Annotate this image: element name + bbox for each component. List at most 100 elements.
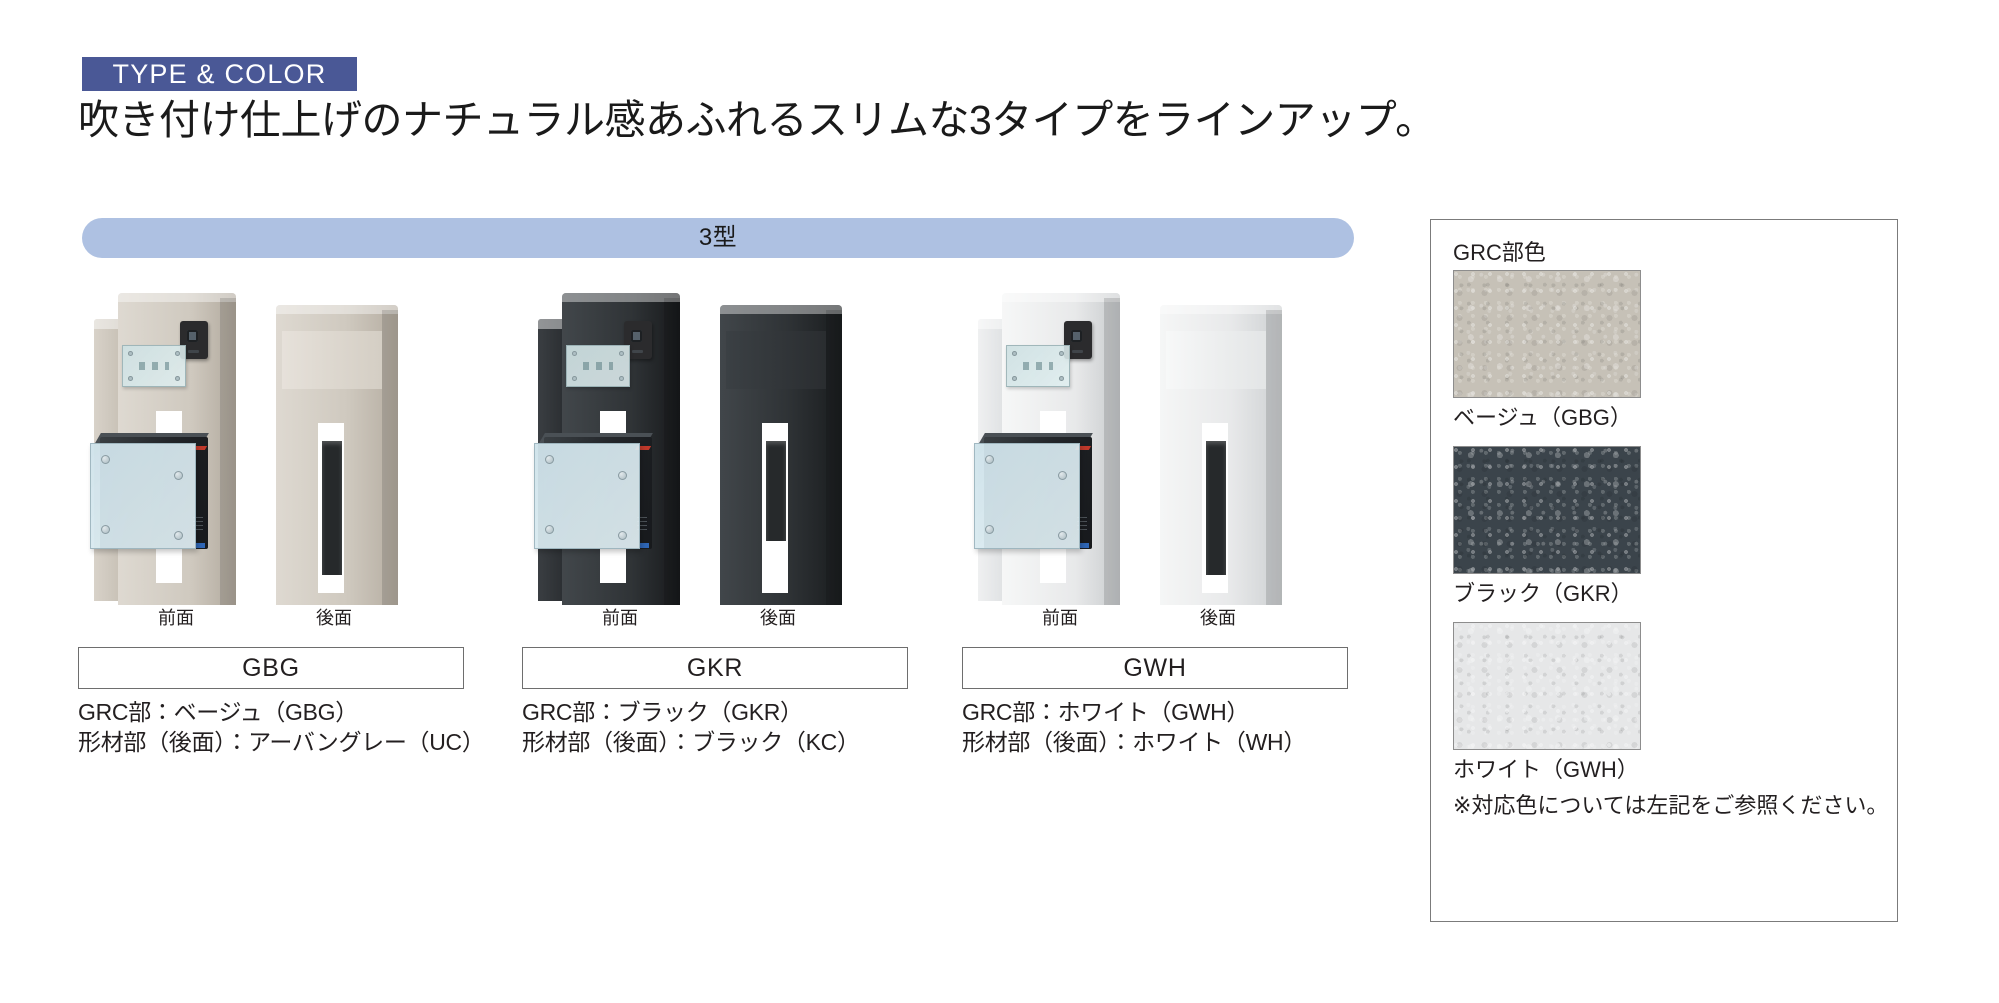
product-spec-list-gwh: GRC部：ホワイト（GWH） 形材部（後面）：ホワイト（WH）	[962, 697, 1352, 758]
stucco-texture	[1454, 447, 1640, 573]
view-caption-back: 後面	[316, 608, 352, 628]
rear-nameplate-band	[282, 331, 382, 389]
mailbox-screw	[174, 531, 183, 540]
product-code-label: GBG	[242, 653, 300, 682]
product-code-box-gbg: GBG	[78, 647, 464, 689]
glass-nameplate	[122, 345, 186, 387]
mailbox-blue-accent	[640, 543, 649, 548]
spec-frame-color: 形材部（後面）：ブラック（KC）	[522, 729, 860, 756]
post-pair-image-gbg	[78, 280, 468, 605]
spec-grc-color: GRC部：ホワイト（GWH）	[962, 699, 1250, 725]
gate-post-front-view-gbg	[90, 293, 236, 605]
product-code-box-gwh: GWH	[962, 647, 1348, 689]
product-column-gkr: 前面 後面 GKR GRC部：ブラック（GKR） 形材部（後面）：ブラック（KC…	[522, 280, 912, 758]
gate-post-back-view-gbg	[276, 305, 398, 605]
gate-post-back-view-gwh	[1160, 305, 1282, 605]
mailbox-screw	[618, 471, 627, 480]
color-swatch-label-black: ブラック（GKR）	[1453, 581, 1633, 606]
mailbox-screw	[985, 455, 994, 464]
glass-front-mailbox	[974, 433, 1093, 553]
mailbox-blue-accent	[196, 543, 205, 548]
post-slab-back	[720, 305, 842, 605]
post-pair-image-gkr	[522, 280, 912, 605]
view-captions: 前面 後面	[78, 609, 468, 637]
mailbox-screw	[101, 455, 110, 464]
product-column-gbg: 前面 後面 GBG GRC部：ベージュ（GBG） 形材部（後面）：アーバングレー…	[78, 280, 485, 758]
post-slab-back	[1160, 305, 1282, 605]
mailbox-screw	[1058, 531, 1067, 540]
glass-front-mailbox	[90, 433, 209, 553]
view-captions: 前面 後面	[522, 609, 912, 637]
nameplate-screw	[1059, 376, 1064, 381]
spec-frame-color: 形材部（後面）：アーバングレー（UC）	[78, 729, 485, 756]
mailbox-glass-door	[534, 443, 640, 549]
section-tag-badge: TYPE & COLOR	[82, 57, 357, 91]
mailbox-screw	[101, 525, 110, 534]
color-swatch-black	[1453, 446, 1641, 574]
stucco-texture	[1454, 271, 1640, 397]
nameplate-screw	[175, 376, 180, 381]
mailbox-screw	[985, 525, 994, 534]
product-spec-list-gkr: GRC部：ブラック（GKR） 形材部（後面）：ブラック（KC）	[522, 697, 912, 758]
nameplate-screw	[128, 351, 133, 356]
nameplate-screw	[1012, 351, 1017, 356]
gate-post-front-view-gkr	[534, 293, 680, 605]
mailbox-screw	[618, 531, 627, 540]
view-caption-front: 前面	[1042, 608, 1078, 628]
nameplate-screw	[619, 351, 624, 356]
rear-nameplate-band	[726, 331, 826, 389]
glass-front-mailbox	[534, 433, 653, 553]
view-caption-back: 後面	[760, 608, 796, 628]
product-code-label: GKR	[686, 653, 744, 682]
view-caption-back: 後面	[1200, 608, 1236, 628]
product-spec-list-gbg: GRC部：ベージュ（GBG） 形材部（後面）：アーバングレー（UC）	[78, 697, 485, 758]
mailbox-glass-door	[90, 443, 196, 549]
mailbox-vents	[1077, 517, 1087, 531]
spec-frame-color: 形材部（後面）：ホワイト（WH）	[962, 729, 1307, 756]
intercom-unit	[624, 321, 652, 359]
mail-slot-interior	[322, 441, 342, 575]
mailbox-vents	[193, 517, 203, 531]
nameplate-screw	[619, 376, 624, 381]
product-code-label: GWH	[1123, 653, 1187, 682]
nameplate-engraving	[139, 362, 169, 370]
mailbox-screw	[174, 471, 183, 480]
spec-grc-color: GRC部：ベージュ（GBG）	[78, 699, 358, 725]
color-swatch-white	[1453, 622, 1641, 750]
color-swatch-beige	[1453, 270, 1641, 398]
gate-post-front-view-gwh	[974, 293, 1120, 605]
nameplate-screw	[572, 376, 577, 381]
mailbox-screw	[545, 525, 554, 534]
nameplate-engraving	[1023, 362, 1053, 370]
nameplate-engraving	[583, 362, 613, 370]
section-tag-label: TYPE & COLOR	[112, 58, 327, 89]
nameplate-screw	[572, 351, 577, 356]
color-swatch-group-white: ホワイト（GWH）	[1453, 622, 1641, 781]
nameplate-screw	[175, 351, 180, 356]
type-banner-label: 3型	[698, 224, 738, 251]
mailbox-screw	[545, 455, 554, 464]
post-pair-image-gwh	[962, 280, 1352, 605]
mailbox-glass-door	[974, 443, 1080, 549]
gate-post-back-view-gkr	[720, 305, 842, 605]
mail-slot-interior	[1206, 441, 1226, 575]
product-code-box-gkr: GKR	[522, 647, 908, 689]
view-caption-front: 前面	[158, 608, 194, 628]
stucco-texture	[1454, 623, 1640, 749]
glass-nameplate	[1006, 345, 1070, 387]
type-banner: 3型	[82, 218, 1354, 258]
post-slab-back	[276, 305, 398, 605]
rear-nameplate-band	[1166, 331, 1266, 389]
color-swatch-label-white: ホワイト（GWH）	[1453, 757, 1639, 782]
color-swatch-group-black: ブラック（GKR）	[1453, 446, 1641, 605]
mailbox-vents	[637, 517, 647, 531]
color-swatch-group-beige: ベージュ（GBG）	[1453, 270, 1641, 429]
spec-grc-color: GRC部：ブラック（GKR）	[522, 699, 803, 725]
color-panel-note: ※対応色については左記をご参照ください。	[1453, 793, 1889, 818]
mailbox-screw	[1058, 471, 1067, 480]
product-column-gwh: 前面 後面 GWH GRC部：ホワイト（GWH） 形材部（後面）：ホワイト（WH…	[962, 280, 1352, 758]
grc-color-panel: GRC部色 ベージュ（GBG） ブラック（GKR） ホワイト（GWH） ※対応色…	[1430, 219, 1898, 922]
nameplate-screw	[128, 376, 133, 381]
glass-nameplate	[566, 345, 630, 387]
color-panel-title: GRC部色	[1453, 240, 1546, 265]
